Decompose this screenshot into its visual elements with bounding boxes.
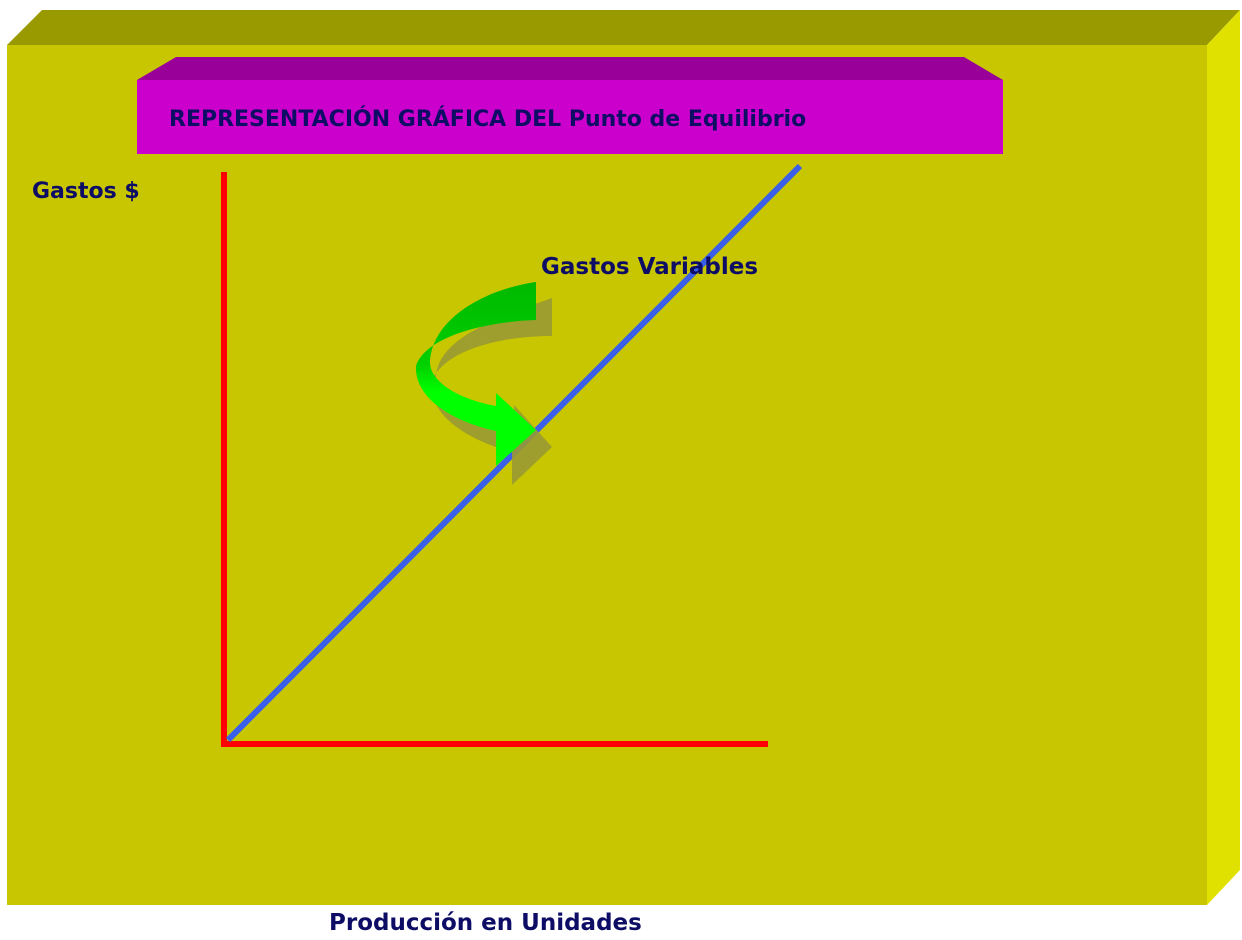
- title-banner: [137, 80, 1003, 154]
- box-top-face: [7, 10, 1240, 45]
- curved-arrow-icon: [415, 282, 536, 466]
- variable-costs-label: Gastos Variables: [541, 254, 758, 280]
- title-banner-top: [137, 57, 1003, 80]
- y-axis-label: Gastos $: [32, 179, 140, 204]
- x-axis-label: Producción en Unidades: [329, 910, 642, 936]
- box-side-face: [1207, 10, 1240, 905]
- page-title: REPRESENTACIÓN GRÁFICA DEL Punto de Equi…: [169, 106, 806, 132]
- box-front-face: [7, 45, 1207, 905]
